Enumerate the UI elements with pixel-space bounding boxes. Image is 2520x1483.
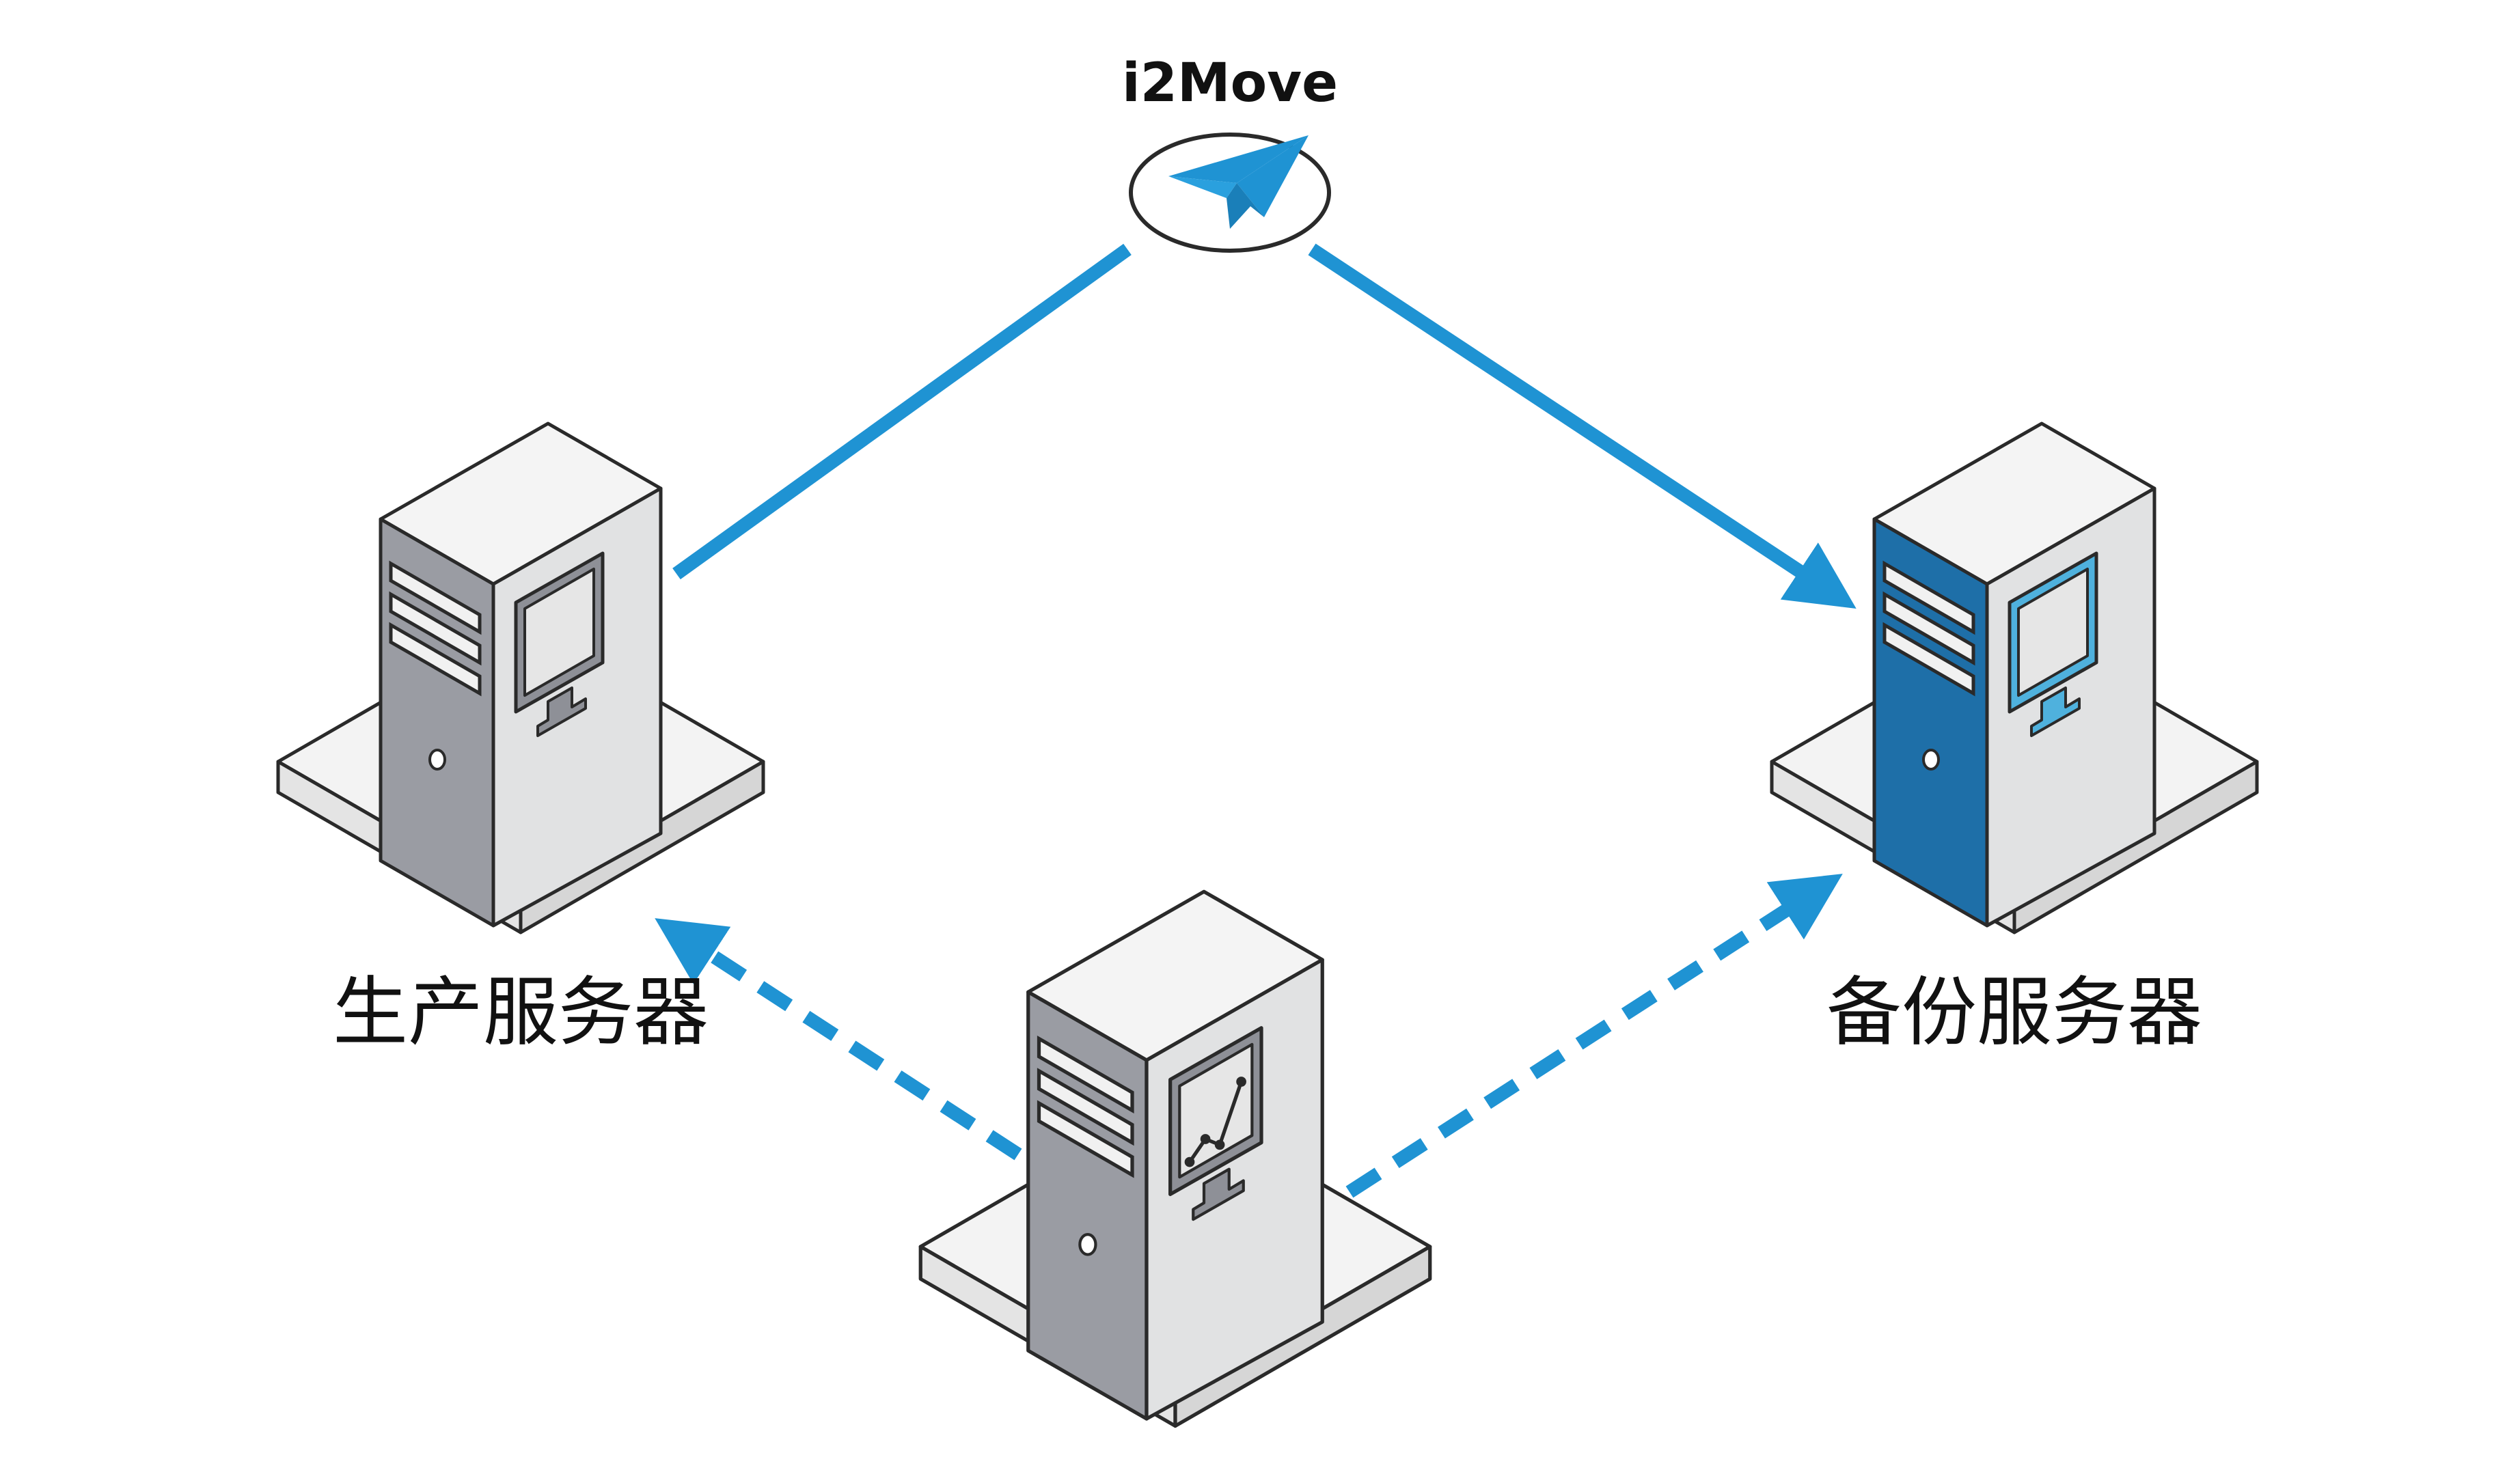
production-server-label: 生产服务器 — [333, 969, 709, 1056]
monitor-server-tower — [1026, 889, 1324, 1421]
vent-slots — [1882, 560, 1975, 697]
production-server-tower — [379, 421, 663, 928]
link-i2move-to-backup — [1308, 243, 1857, 609]
link-monitor-to-production — [655, 918, 1022, 1161]
link-monitor-to-backup — [1345, 874, 1843, 1198]
backup-server-label: 备份服务器 — [1826, 969, 2202, 1056]
vent-slots — [389, 560, 482, 697]
i2move-node: i2Move — [1122, 53, 1338, 253]
vent-slots — [1037, 1035, 1134, 1178]
monitor-chart-icon — [1168, 1026, 1263, 1221]
backup-server — [1772, 421, 2257, 932]
production-server — [278, 421, 763, 932]
monitor-icon — [514, 551, 605, 737]
backup-server-tower — [1872, 421, 2156, 928]
power-button — [1922, 749, 1940, 771]
power-button — [428, 749, 446, 771]
brand-label: i2Move — [1122, 53, 1338, 114]
monitor-server — [920, 889, 1430, 1426]
paper-plane-icon — [1168, 135, 1309, 229]
monitor-icon — [2008, 551, 2098, 737]
link-production-to-i2move — [672, 243, 1132, 580]
power-button — [1078, 1233, 1097, 1256]
